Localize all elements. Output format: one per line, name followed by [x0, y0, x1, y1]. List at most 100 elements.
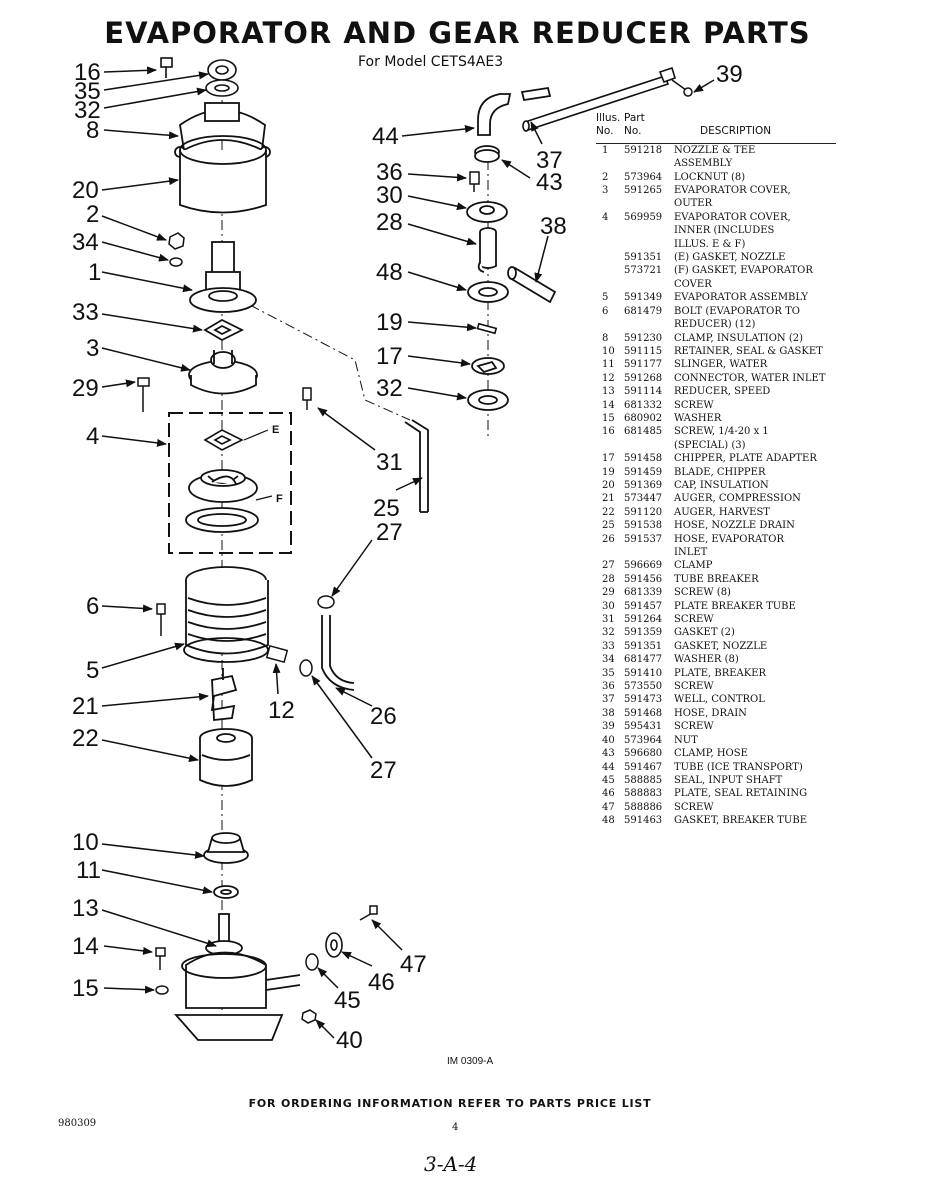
callout-16: 16	[74, 59, 101, 86]
illus-no-cell: 20	[602, 479, 615, 491]
table-row: 8 591230 CLAMP, INSULATION (2)	[596, 332, 836, 345]
illus-no-cell: 47	[602, 801, 615, 813]
part-43-hose-clamp	[474, 145, 500, 163]
callout-12: 12	[268, 697, 295, 724]
part-1-nozzle-tee	[189, 241, 257, 313]
callout-8: 8	[86, 117, 99, 144]
part-26-evaporator-inlet-hose	[321, 615, 355, 691]
illus-no-cell: 32	[602, 627, 615, 639]
part-no-cell: 591230	[624, 332, 663, 344]
part-17-chipper-plate-adapter	[471, 357, 505, 375]
illus-no-cell: 12	[602, 372, 615, 384]
description-cell: ASSEMBLY	[674, 158, 733, 170]
table-row: INNER (INCLUDES	[596, 224, 836, 237]
part-no-cell: 681339	[624, 587, 663, 599]
part-no-cell: 588886	[624, 801, 663, 813]
callout-38: 38	[540, 213, 567, 240]
description-cell: CLAMP, INSULATION (2)	[674, 332, 804, 344]
callout-2: 2	[86, 201, 99, 228]
callout-37: 37	[536, 147, 563, 174]
header-part-no: No.	[624, 125, 642, 138]
part-no-cell	[624, 157, 670, 170]
part-40-nut	[301, 1009, 317, 1024]
part-no-cell	[624, 318, 670, 331]
illus-no-cell: 31	[602, 614, 615, 626]
description-cell: PLATE BREAKER TUBE	[674, 600, 796, 612]
illus-no-cell: 16	[602, 426, 615, 438]
leader-lines	[101, 66, 715, 1039]
part-no-cell: 680902	[624, 412, 663, 424]
part-44-ice-transport-tube	[477, 86, 552, 136]
part-no-cell: 591264	[624, 614, 663, 626]
callout-13: 13	[72, 895, 99, 922]
part-no-cell: 573964	[624, 171, 663, 183]
description-cell: SCREW, 1/4-20 x 1	[674, 426, 769, 438]
illus-no-cell	[596, 318, 624, 331]
handwritten-note: 3-A-4	[424, 1152, 478, 1176]
part-no-cell: 591268	[624, 372, 663, 384]
illus-no-cell: 37	[602, 694, 615, 706]
callout-4: 4	[86, 423, 99, 450]
description-cell: CAP, INSULATION	[674, 479, 769, 491]
part-no-cell: 591218	[624, 144, 663, 156]
part-no-cell: 591467	[624, 761, 663, 773]
callout-32-bottom: 32	[376, 375, 403, 402]
part-25-nozzle-drain-hose	[404, 419, 429, 513]
illus-no-cell: 40	[602, 734, 615, 746]
part-no-cell: 591468	[624, 707, 663, 719]
illus-no-cell: 2	[602, 171, 609, 183]
model-subtitle: For Model CETS4AE3	[358, 54, 504, 70]
illus-no-cell: 5	[602, 292, 609, 304]
part-no-cell	[624, 224, 670, 237]
callout-22: 22	[72, 725, 99, 752]
illus-no-cell: 19	[602, 466, 615, 478]
part-36-screw	[469, 171, 480, 192]
part-47-screw	[359, 905, 378, 921]
callout-47: 47	[400, 951, 427, 978]
illus-no-cell: 11	[602, 359, 615, 371]
description-cell: NUT	[674, 734, 698, 746]
illus-no-cell	[596, 157, 624, 170]
callout-10: 10	[72, 829, 99, 856]
table-row: OUTER	[596, 197, 836, 210]
part-no-cell: 591458	[624, 453, 663, 465]
illus-no-cell	[596, 264, 624, 277]
part-no-cell: 591359	[624, 627, 663, 639]
description-cell: CLAMP	[674, 560, 713, 572]
part-20-insulation-cap	[179, 135, 267, 214]
description-cell: (SPECIAL) (3)	[674, 439, 746, 451]
part-no-cell	[624, 546, 670, 559]
description-cell: AUGER, HARVEST	[674, 506, 770, 518]
part-no-cell: 591410	[624, 667, 663, 679]
description-cell: PLATE, BREAKER	[674, 667, 767, 679]
description-cell: EVAPORATOR ASSEMBLY	[674, 292, 809, 304]
part-22-harvest-auger	[199, 728, 253, 787]
callout-31: 31	[376, 449, 403, 476]
callout-e: E	[272, 424, 279, 436]
illus-no-cell: 22	[602, 506, 615, 518]
description-cell: BOLT (EVAPORATOR TO	[674, 305, 800, 317]
description-cell: ILLUS. E & F)	[674, 238, 746, 250]
illus-no-cell: 44	[602, 761, 615, 773]
callout-32-top: 32	[74, 97, 101, 124]
part-no-cell: 591114	[624, 386, 663, 398]
part-33-gasket	[203, 318, 245, 342]
description-cell: INNER (INCLUDES	[674, 225, 775, 237]
illus-no-cell: 8	[602, 332, 609, 344]
callout-46: 46	[368, 969, 395, 996]
callout-labels: 16 35 32 8 20 2 34 1 33 3 29 4 6 5 21 22…	[72, 59, 743, 1054]
description-cell: AUGER, COMPRESSION	[674, 493, 801, 505]
part-no-cell: 591265	[624, 185, 663, 197]
callout-6: 6	[86, 593, 99, 620]
